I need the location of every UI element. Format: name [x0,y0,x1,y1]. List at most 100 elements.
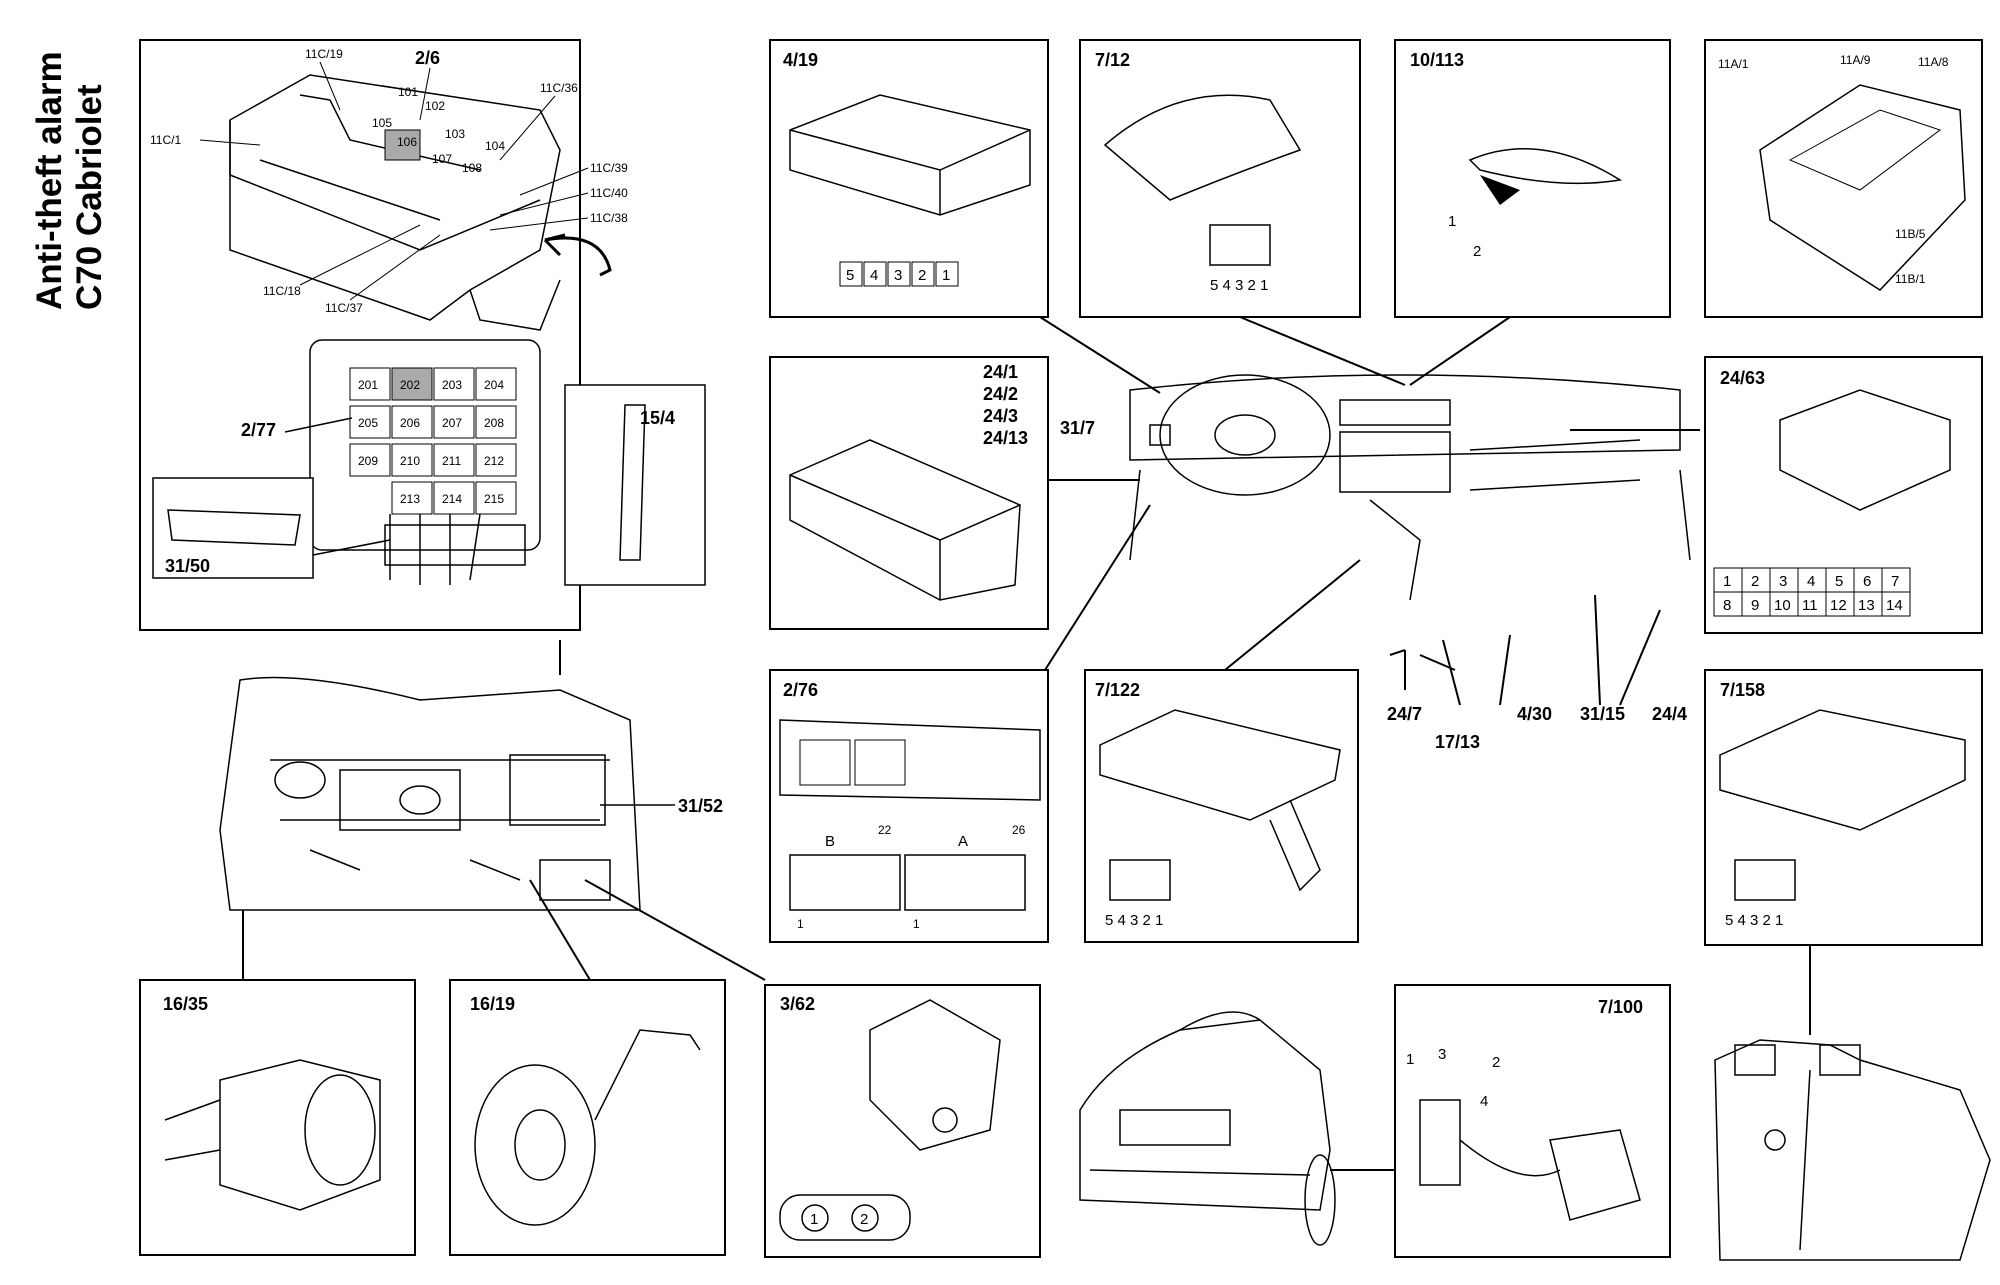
panel-2-76: 2/76 B 22 A 26 1 1 [769,669,1049,943]
label-text: 3/62 [780,994,815,1014]
label-text: A [958,833,968,850]
label-text: 7/100 [1598,997,1643,1017]
relay-210: 210 [400,454,420,468]
label-text: 16/19 [470,994,515,1014]
label-text: 11A/1 [1718,57,1749,71]
relay-205: 205 [358,416,378,430]
label-text: 11C/37 [325,301,363,315]
label-text: 2 [918,267,926,284]
label-text: B [825,833,835,850]
panel-7-12: 7/12 5 4 3 2 1 [1079,39,1361,318]
label-text: 4 [1807,573,1815,590]
label-text: 2 [860,1211,868,1228]
pin-10-113-2: 2 [1473,243,1481,260]
label-text: 22 [878,823,892,837]
label-text: 24/2 [983,384,1018,404]
label-text: 7/122 [1095,680,1140,700]
label-31-7: 31/7 [1060,418,1095,438]
label-2-77: 2/77 [241,420,276,440]
label-text: 1 [810,1211,818,1228]
relay-209: 209 [358,454,378,468]
relay-204: 204 [484,378,504,392]
panel-relay-box: 11A/1 11A/9 11A/8 11B/5 11B/1 [1704,39,1983,318]
label-text: 4 [870,267,878,284]
panel-fusebox: 101 102 103 104 105 106 107 108 11C/19 2… [139,39,706,631]
relay-207: 207 [442,416,462,430]
label-text: 10 [1774,597,1791,614]
relay-206: 206 [400,416,420,430]
label-text: 107 [432,152,452,166]
panel-24-63-connector: 1 2 3 4 5 6 7 8 9 10 11 12 13 14 [1713,567,1911,617]
relay-212: 212 [484,454,504,468]
relay-box-wires [384,513,526,585]
label-text: 3 [894,267,902,284]
label-text: 1 [942,267,950,284]
leader-lines [242,316,1811,1171]
sheet-title: Anti-theft alarm C70 Cabriolet [30,10,120,310]
panel-3-62: 3/62 1 2 [764,984,1041,1258]
relay-211: 211 [442,454,461,468]
title-line-2: C70 Cabriolet [70,84,109,310]
label-text: 26 [1012,823,1026,837]
label-text: 24/1 [983,362,1018,382]
panel-4-19-connector: 5 4 3 2 1 [839,261,959,287]
label-text: 1 [1723,573,1731,590]
label-text: 11 [1802,597,1818,614]
label-text: 5 [1835,573,1843,590]
label-text: 24/13 [983,428,1028,448]
label-31-52: 31/52 [678,796,723,816]
label-text: 31/15 [1580,704,1625,724]
label-text: 11C/38 [590,211,628,225]
panel-7-12-title: 7/12 [1095,50,1130,70]
relay-202: 202 [400,378,420,392]
pin-10-113-1: 1 [1448,213,1456,230]
label-text: 11B/5 [1895,227,1926,241]
label-text: 101 [398,85,418,99]
label-text: 24/3 [983,406,1018,426]
label-text: 3 [1438,1046,1446,1063]
label-text: 104 [485,139,505,153]
label-text: 11C/40 [590,186,628,200]
relay-201: 201 [358,378,378,392]
label-text: 11A/8 [1918,55,1949,69]
fusebox-illustration [229,74,612,331]
label-text: 1 [797,917,804,931]
label-text: 1 [913,917,920,931]
panel-24-63: 24/63 1 2 3 4 5 [1704,356,1983,634]
label-text: 24/63 [1720,368,1765,388]
label-text: 108 [462,161,482,175]
panel-24-1: 24/1 24/2 24/3 24/13 [769,356,1049,630]
label-text: 102 [425,99,445,113]
label-text: 11C/1 [150,133,181,147]
highlighted-relay [384,129,421,161]
engine-bay-illustration [219,676,641,911]
label-text: 2 [1492,1054,1500,1071]
label-text: 105 [372,116,392,130]
title-line-1: Anti-theft alarm [30,51,69,310]
panel-16-19: 16/19 [449,979,726,1256]
panel-7-100: 7/100 1 3 2 4 [1394,984,1671,1258]
label-text: 14 [1886,597,1903,614]
panel-10-113: 10/113 1 2 [1394,39,1671,318]
label-text: 11C/36 [540,81,578,95]
label-15-4: 15/4 [640,408,675,428]
fusebox-slot-labels: 101 102 103 104 105 106 107 108 [372,85,505,175]
label-text: 5 4 3 2 1 [1725,912,1783,929]
panel-7-122: 7/122 5 4 3 2 1 [1084,669,1359,943]
label-text: 2/76 [783,680,818,700]
label-text: 103 [445,127,465,141]
label-text: 2/6 [415,48,440,68]
panel-16-35: 16/35 [139,979,416,1256]
label-text: 11C/19 [305,47,343,61]
label-text: 11C/39 [590,161,628,175]
label-text: 11A/9 [1840,53,1871,67]
label-text: 7/158 [1720,680,1765,700]
panel-4-19-title: 4/19 [783,50,818,70]
relay-214: 214 [442,492,462,506]
label-text: 24/7 [1387,704,1422,724]
relay-208: 208 [484,416,504,430]
label-text: 9 [1751,597,1759,614]
panel-10-113-title: 10/113 [1410,50,1464,70]
